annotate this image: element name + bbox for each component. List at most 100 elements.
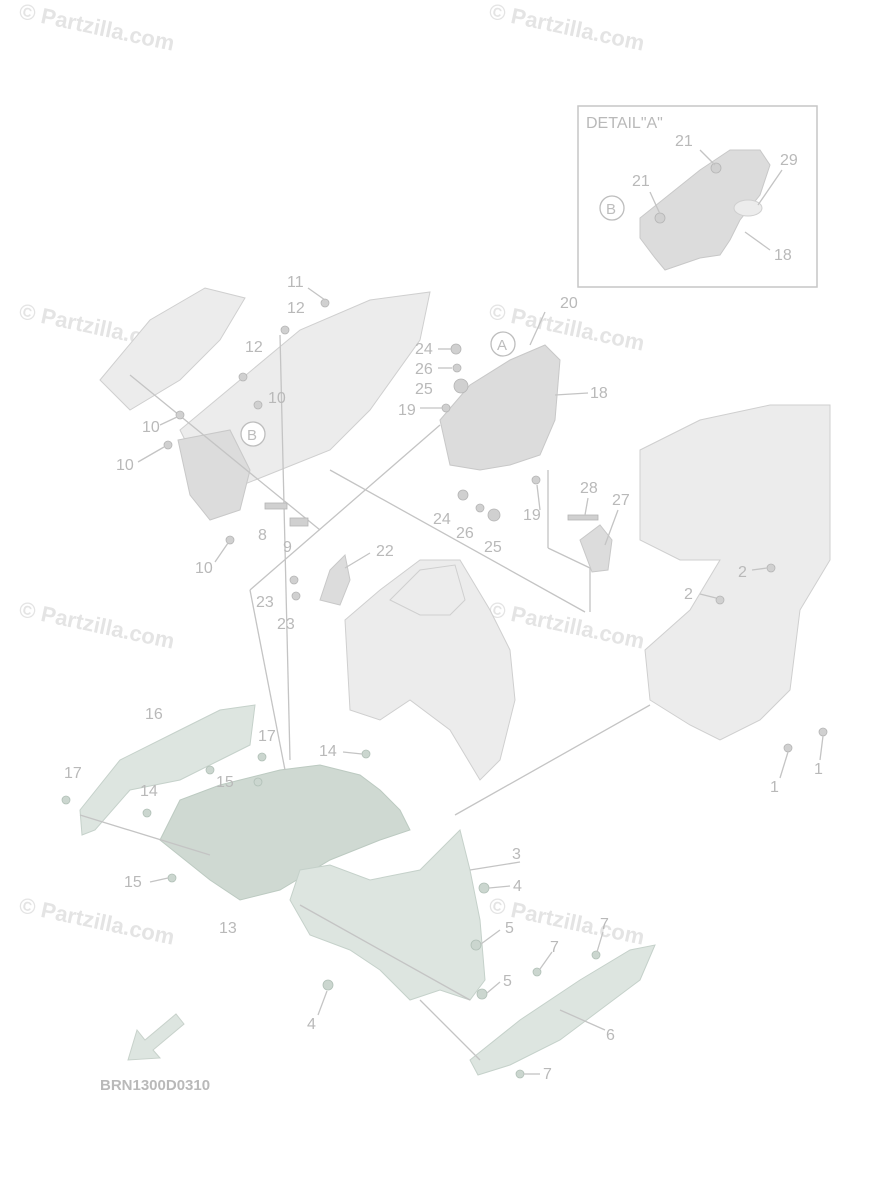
callout-12: 12 bbox=[245, 339, 263, 356]
screw bbox=[818, 727, 828, 737]
detail-label: 18 bbox=[774, 247, 792, 264]
leader-line bbox=[137, 446, 165, 463]
leader-line bbox=[149, 877, 169, 883]
callout-7: 7 bbox=[600, 916, 609, 933]
callout-23: 23 bbox=[277, 616, 295, 633]
detail-a-bracket-shape bbox=[639, 149, 771, 271]
callout-4: 4 bbox=[513, 878, 522, 895]
ref-b-label: B bbox=[247, 427, 257, 444]
side-cover-6-shape bbox=[469, 944, 656, 1076]
screw bbox=[532, 967, 542, 977]
callout-17: 17 bbox=[64, 765, 82, 782]
inner-panel-upper-shape bbox=[389, 564, 466, 616]
callout-10: 10 bbox=[116, 457, 134, 474]
callout-12: 12 bbox=[287, 300, 305, 317]
leader-line bbox=[819, 735, 824, 761]
assembly-line bbox=[547, 547, 591, 569]
screw bbox=[783, 743, 793, 753]
callout-7: 7 bbox=[543, 1066, 552, 1083]
screw bbox=[205, 765, 215, 775]
leader-line bbox=[751, 567, 768, 571]
callout-2: 2 bbox=[738, 564, 747, 581]
inner-panel-13-shape bbox=[159, 764, 411, 901]
grommet bbox=[487, 508, 501, 522]
assembly-line bbox=[249, 424, 441, 591]
screw bbox=[225, 535, 235, 545]
callout-14: 14 bbox=[140, 783, 158, 800]
screw bbox=[280, 325, 290, 335]
callout-6: 6 bbox=[606, 1027, 615, 1044]
leader-line bbox=[559, 1009, 606, 1031]
screw bbox=[515, 1069, 525, 1079]
cowl-bracket-shape bbox=[177, 429, 251, 521]
ref-a-circle bbox=[490, 331, 516, 357]
side-panel-16-shape bbox=[79, 704, 256, 836]
callout-5: 5 bbox=[505, 920, 514, 937]
callout-leaders bbox=[137, 287, 824, 1075]
reference-marks: A B bbox=[240, 331, 516, 447]
detail-a-fastener bbox=[710, 162, 722, 174]
screw bbox=[320, 298, 330, 308]
bolt bbox=[264, 502, 288, 510]
callout-3: 3 bbox=[512, 846, 521, 863]
assembly-line bbox=[79, 814, 211, 856]
callout-15: 15 bbox=[124, 874, 142, 891]
callout-10: 10 bbox=[268, 390, 286, 407]
nut bbox=[476, 988, 488, 1000]
ref-b-circle bbox=[599, 195, 625, 221]
frame-stay-shape bbox=[579, 524, 613, 573]
leader-line bbox=[779, 751, 789, 779]
watermark: © Partzilla.com bbox=[487, 596, 647, 653]
screw bbox=[591, 950, 601, 960]
callout-8: 8 bbox=[258, 527, 267, 544]
callout-26: 26 bbox=[415, 361, 433, 378]
headlight-bracket-shape bbox=[439, 344, 561, 471]
callout-19: 19 bbox=[398, 402, 416, 419]
fasteners bbox=[61, 298, 828, 1079]
watermark: © Partzilla.com bbox=[487, 0, 647, 56]
callout-10: 10 bbox=[195, 560, 213, 577]
front-direction-arrow-icon bbox=[127, 1013, 185, 1061]
screw bbox=[238, 372, 248, 382]
screw bbox=[361, 749, 371, 759]
callout-11: 11 bbox=[287, 274, 304, 291]
screw bbox=[291, 591, 301, 601]
assembly-line bbox=[329, 469, 586, 613]
callout-5: 5 bbox=[503, 973, 512, 990]
screw bbox=[167, 873, 177, 883]
callout-7: 7 bbox=[550, 939, 559, 956]
bolt bbox=[289, 517, 309, 527]
leader-line bbox=[529, 311, 546, 346]
screw bbox=[61, 795, 71, 805]
upper-screen-shape bbox=[99, 287, 246, 411]
screw bbox=[531, 475, 541, 485]
callout-9: 9 bbox=[283, 539, 292, 556]
side-cowl-shape bbox=[639, 404, 831, 741]
leader-line bbox=[584, 497, 589, 516]
detail-label: 21 bbox=[675, 133, 693, 150]
nut bbox=[322, 979, 334, 991]
callout-labels: 11 12 12 20 24 26 25 18 19 10 10 10 10 8… bbox=[64, 274, 823, 1083]
detail-label: 29 bbox=[780, 152, 798, 169]
leader-line bbox=[596, 931, 604, 953]
leader-line bbox=[699, 593, 717, 599]
leader-line bbox=[604, 509, 619, 546]
leader-line bbox=[486, 981, 501, 994]
callout-15: 15 bbox=[216, 774, 234, 791]
diagram-code: BRN1300D0310 bbox=[100, 1077, 210, 1094]
callout-25: 25 bbox=[415, 381, 433, 398]
screw bbox=[715, 595, 725, 605]
callout-26: 26 bbox=[456, 525, 474, 542]
callout-24: 24 bbox=[415, 341, 433, 358]
screw bbox=[142, 808, 152, 818]
callout-2: 2 bbox=[684, 586, 693, 603]
detail-a-fastener bbox=[654, 212, 666, 224]
callout-4: 4 bbox=[307, 1016, 316, 1033]
callout-16: 16 bbox=[145, 706, 163, 723]
assembly-line bbox=[249, 589, 286, 771]
washer bbox=[475, 503, 485, 513]
callout-18: 18 bbox=[590, 385, 608, 402]
callout-27: 27 bbox=[612, 492, 630, 509]
screw bbox=[163, 440, 173, 450]
